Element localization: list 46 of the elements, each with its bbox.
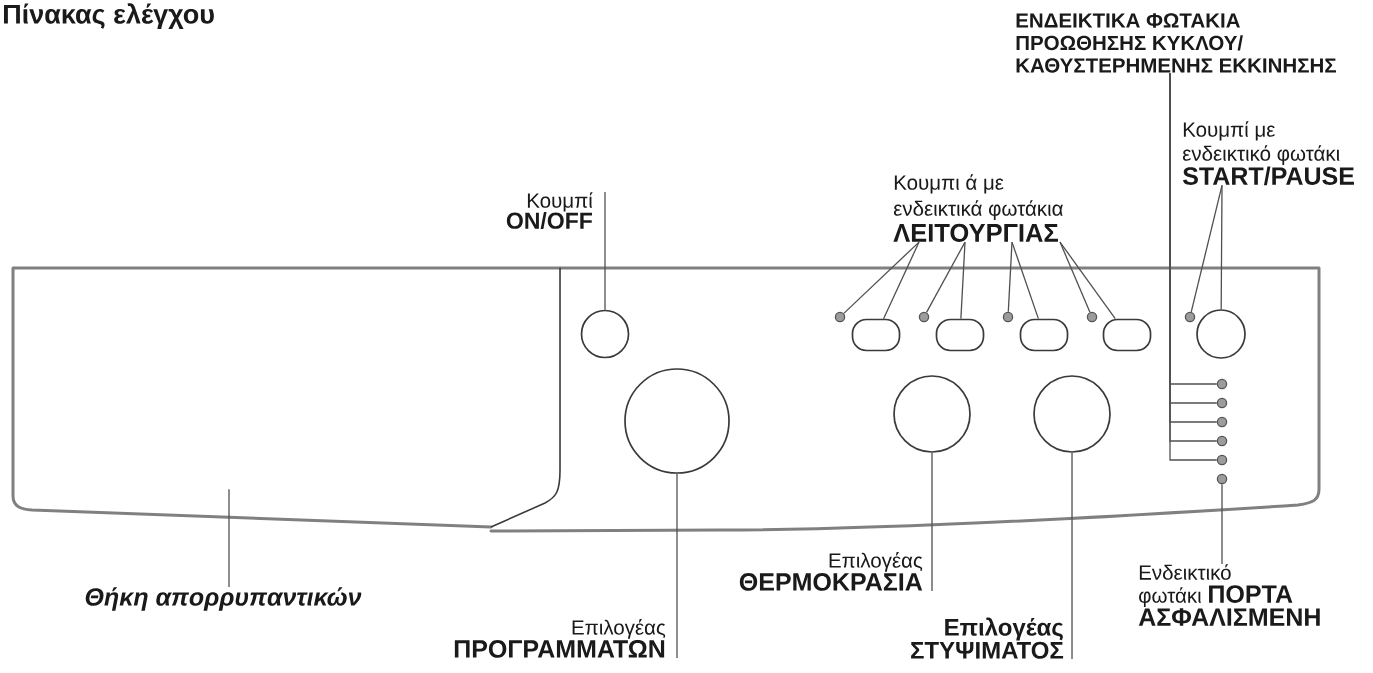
leader-line (1071, 452, 1073, 660)
indicator-light (1184, 311, 1196, 323)
leader-line (925, 241, 966, 314)
indicator-light (1216, 397, 1228, 409)
callout-label: Επιλογέας ΣΤΥΨΙΜΑΤΟΣ (911, 617, 1064, 659)
leader-line (604, 191, 606, 311)
selector-knob (1033, 375, 1111, 453)
push-button (1102, 318, 1152, 352)
leader-line (676, 473, 678, 659)
indicator-light (1216, 416, 1228, 428)
leader-line (1059, 241, 1091, 313)
indicator-light (1216, 473, 1228, 485)
leader-line (1220, 184, 1223, 310)
push-button (851, 318, 901, 352)
title: Πίνακας ελέγχου (4, 3, 214, 30)
leader-line (960, 241, 966, 320)
selector-knob (624, 368, 730, 474)
callout-label: Επιλογέας ΠΡΟΓΡΑΜΜΑΤΩΝ (454, 619, 666, 658)
leader-line (931, 452, 933, 592)
push-button (580, 309, 630, 359)
indicator-light (834, 311, 846, 323)
leader-line (1221, 483, 1223, 565)
leader-line (1011, 241, 1040, 320)
indicator-light (918, 311, 930, 323)
leader-line (882, 241, 920, 320)
push-button (1196, 309, 1246, 359)
callout-label: Κουμπί με ενδεικτικό φωτάκι START/PAUSE (1182, 121, 1354, 186)
indicator-light (1216, 378, 1228, 390)
leader-line (1059, 241, 1116, 320)
callout-label: Ενδεικτικό φωτάκι ΠΟΡΤΑ ΑΣΦΑΛΙΣΜΕΝΗ (1138, 564, 1320, 626)
leader-line (843, 241, 920, 315)
indicator-light (1216, 435, 1228, 447)
callout-label: Κουμπι ά με ενδεικτικά φωτάκια ΛΕΙΤΟΥΡΓΙΑΣ (893, 174, 1063, 242)
callout-label: Θήκη απορρυπαντικών (85, 587, 362, 611)
indicator-light (1086, 311, 1098, 323)
leader-line (1007, 241, 1013, 313)
indicator-light (1216, 454, 1228, 466)
callout-label: Κουμπί ON/OFF (506, 192, 593, 230)
selector-knob (893, 375, 971, 453)
detergent-drawer (11, 266, 562, 529)
push-button (935, 318, 985, 352)
push-button (1019, 318, 1069, 352)
indicator-light (1002, 311, 1014, 323)
callout-label: Επιλογέας ΘΕΡΜΟΚΡΑΣΙΑ (739, 552, 923, 591)
leader-line (228, 488, 230, 588)
callout-label: ΕΝΔΕΙΚΤΙΚΑ ΦΩΤΑΚΙΑ ΠΡΟΩΘΗΣΗΣ ΚΥΚΛΟΥ/ ΚΑΘΥΣΤΕΡΗΜΕΝΗΣ ΕΚΚΙΝΗΣΗΣ (1016, 13, 1336, 73)
